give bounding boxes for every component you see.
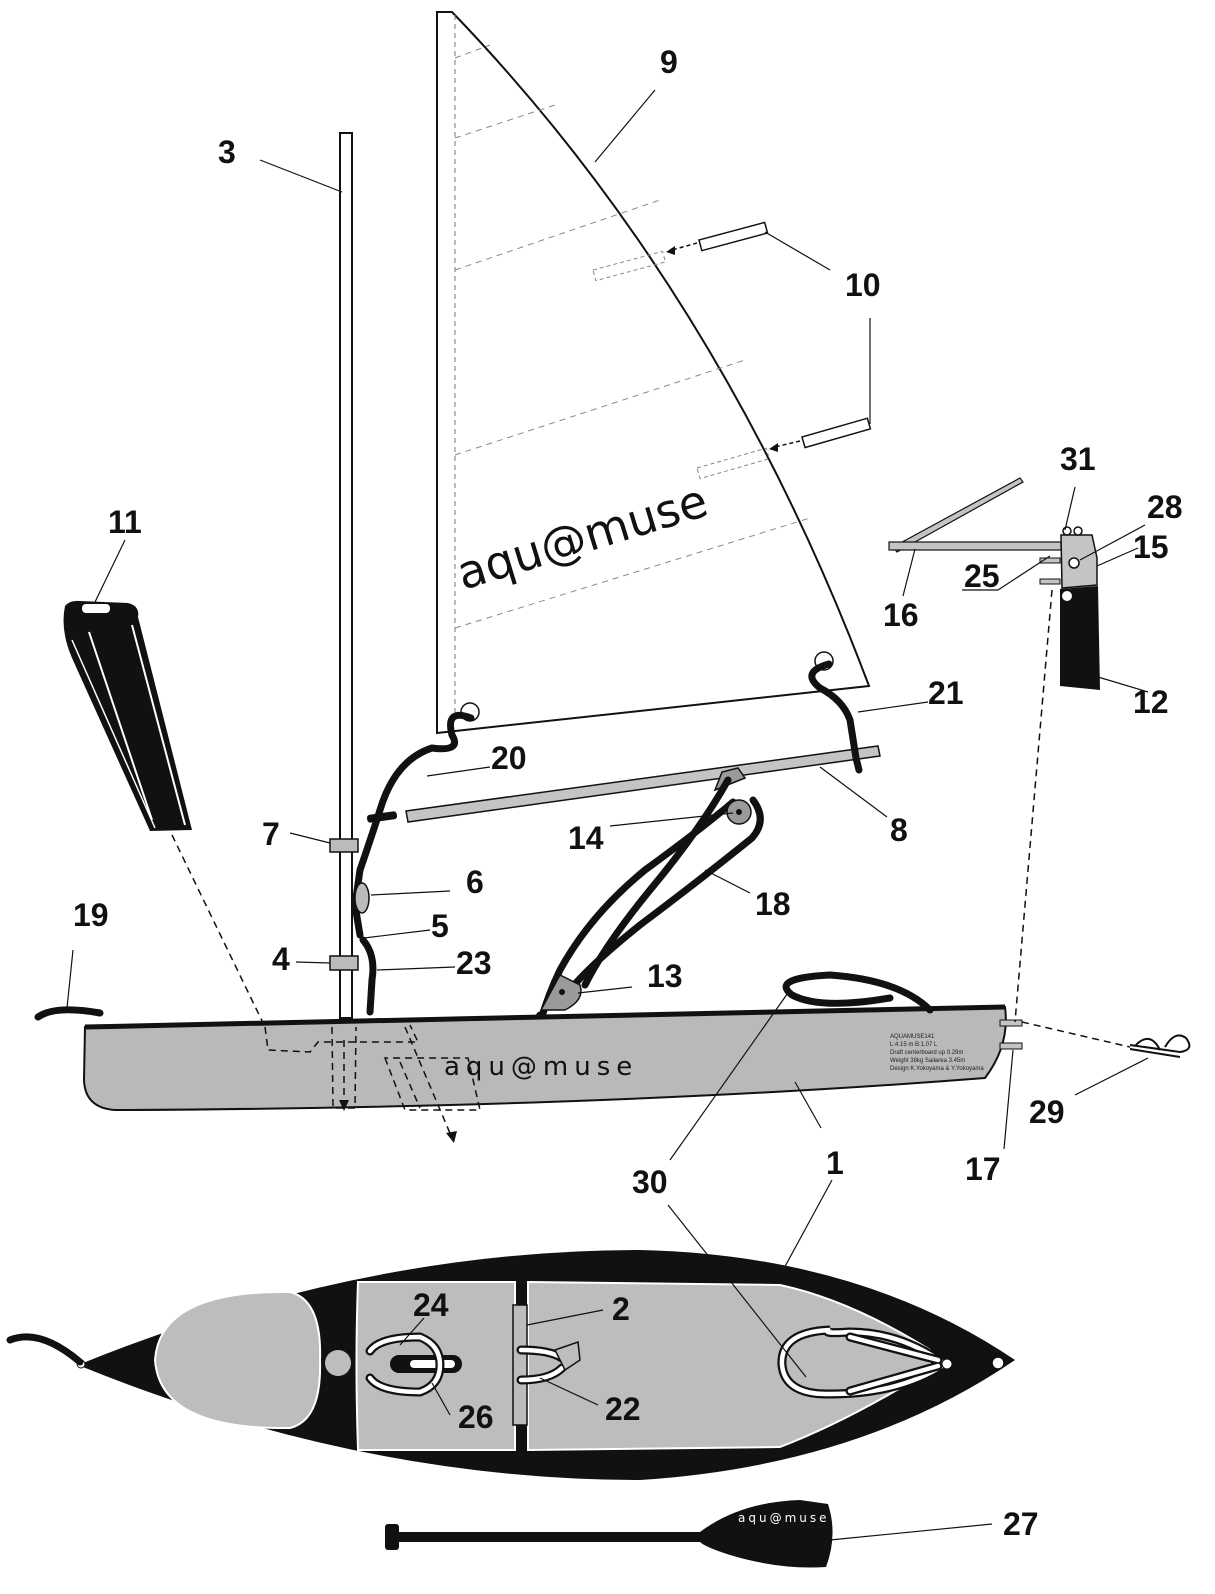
label-23: 23 [456,945,492,981]
label-27: 27 [1003,1506,1039,1542]
hull-plate-line: Weight 38kg Sailarea 3.45m [890,1058,965,1064]
mast [329,132,359,1019]
hull-side-view: aqu@muse AQUAMUSE141 L:4.15 m B:1.07 L D… [34,971,1023,1112]
label-1: 1 [826,1145,844,1181]
boom [366,745,881,823]
rudder-blade [1060,586,1100,690]
paddle-brand-text: aqu@muse [738,1511,830,1525]
label-3: 3 [218,134,236,170]
label-26: 26 [458,1399,494,1435]
label-4: 4 [272,941,290,977]
label-16: 16 [883,597,919,633]
label-14: 14 [568,820,604,856]
hull-top-view [6,1250,1015,1480]
label-11: 11 [108,504,142,540]
label-18: 18 [755,886,791,922]
hull-brand-text: aqu@muse [444,1052,638,1082]
label-22: 22 [605,1391,641,1427]
label-7: 7 [262,816,280,852]
label-8: 8 [890,812,908,848]
label-24: 24 [413,1287,449,1323]
leader-lines [66,89,1149,1541]
sail: aqu@muse [436,11,871,735]
mast-cleat [354,882,370,914]
leeboard [63,600,192,831]
tiller-extension [892,477,1024,553]
assembly-guides [171,589,1131,1143]
label-25: 25 [964,558,1000,594]
label-15: 15 [1133,529,1169,565]
sail-battens [592,221,872,480]
part-labels: 3 9 10 11 31 28 15 25 16 12 21 20 8 7 14… [73,44,1183,1542]
hull-plate-line: AQUAMUSE141 [890,1034,935,1040]
hull-plate: AQUAMUSE141 L:4.15 m B:1.07 L Draft cent… [890,1034,984,1072]
rudder-assembly [888,477,1100,690]
tiller [888,541,1062,551]
label-17: 17 [965,1151,1001,1187]
mast-band-upper [329,838,359,853]
mast-band-lower [329,955,359,971]
label-5: 5 [431,908,449,944]
paddle: aqu@muse [385,1500,833,1568]
fittings [354,799,752,1011]
label-13: 13 [647,958,683,994]
hull-plate-line: Design K.Yokoyama & Y.Yokoyama [890,1066,984,1072]
rudder-pin [1129,1034,1191,1058]
label-6: 6 [466,864,484,900]
label-29: 29 [1029,1094,1065,1130]
label-9: 9 [660,44,678,80]
label-30: 30 [632,1164,668,1200]
label-2: 2 [612,1291,630,1327]
label-19: 19 [73,897,109,933]
label-12: 12 [1133,684,1169,720]
hull-plate-line: L:4.15 m B:1.07 L [890,1042,938,1048]
label-28: 28 [1147,489,1183,525]
hull-plate-line: Draft centerboard up 0.29m [890,1050,963,1056]
label-31: 31 [1060,441,1096,477]
label-20: 20 [491,740,527,776]
label-21: 21 [928,675,964,711]
label-10: 10 [845,267,881,303]
